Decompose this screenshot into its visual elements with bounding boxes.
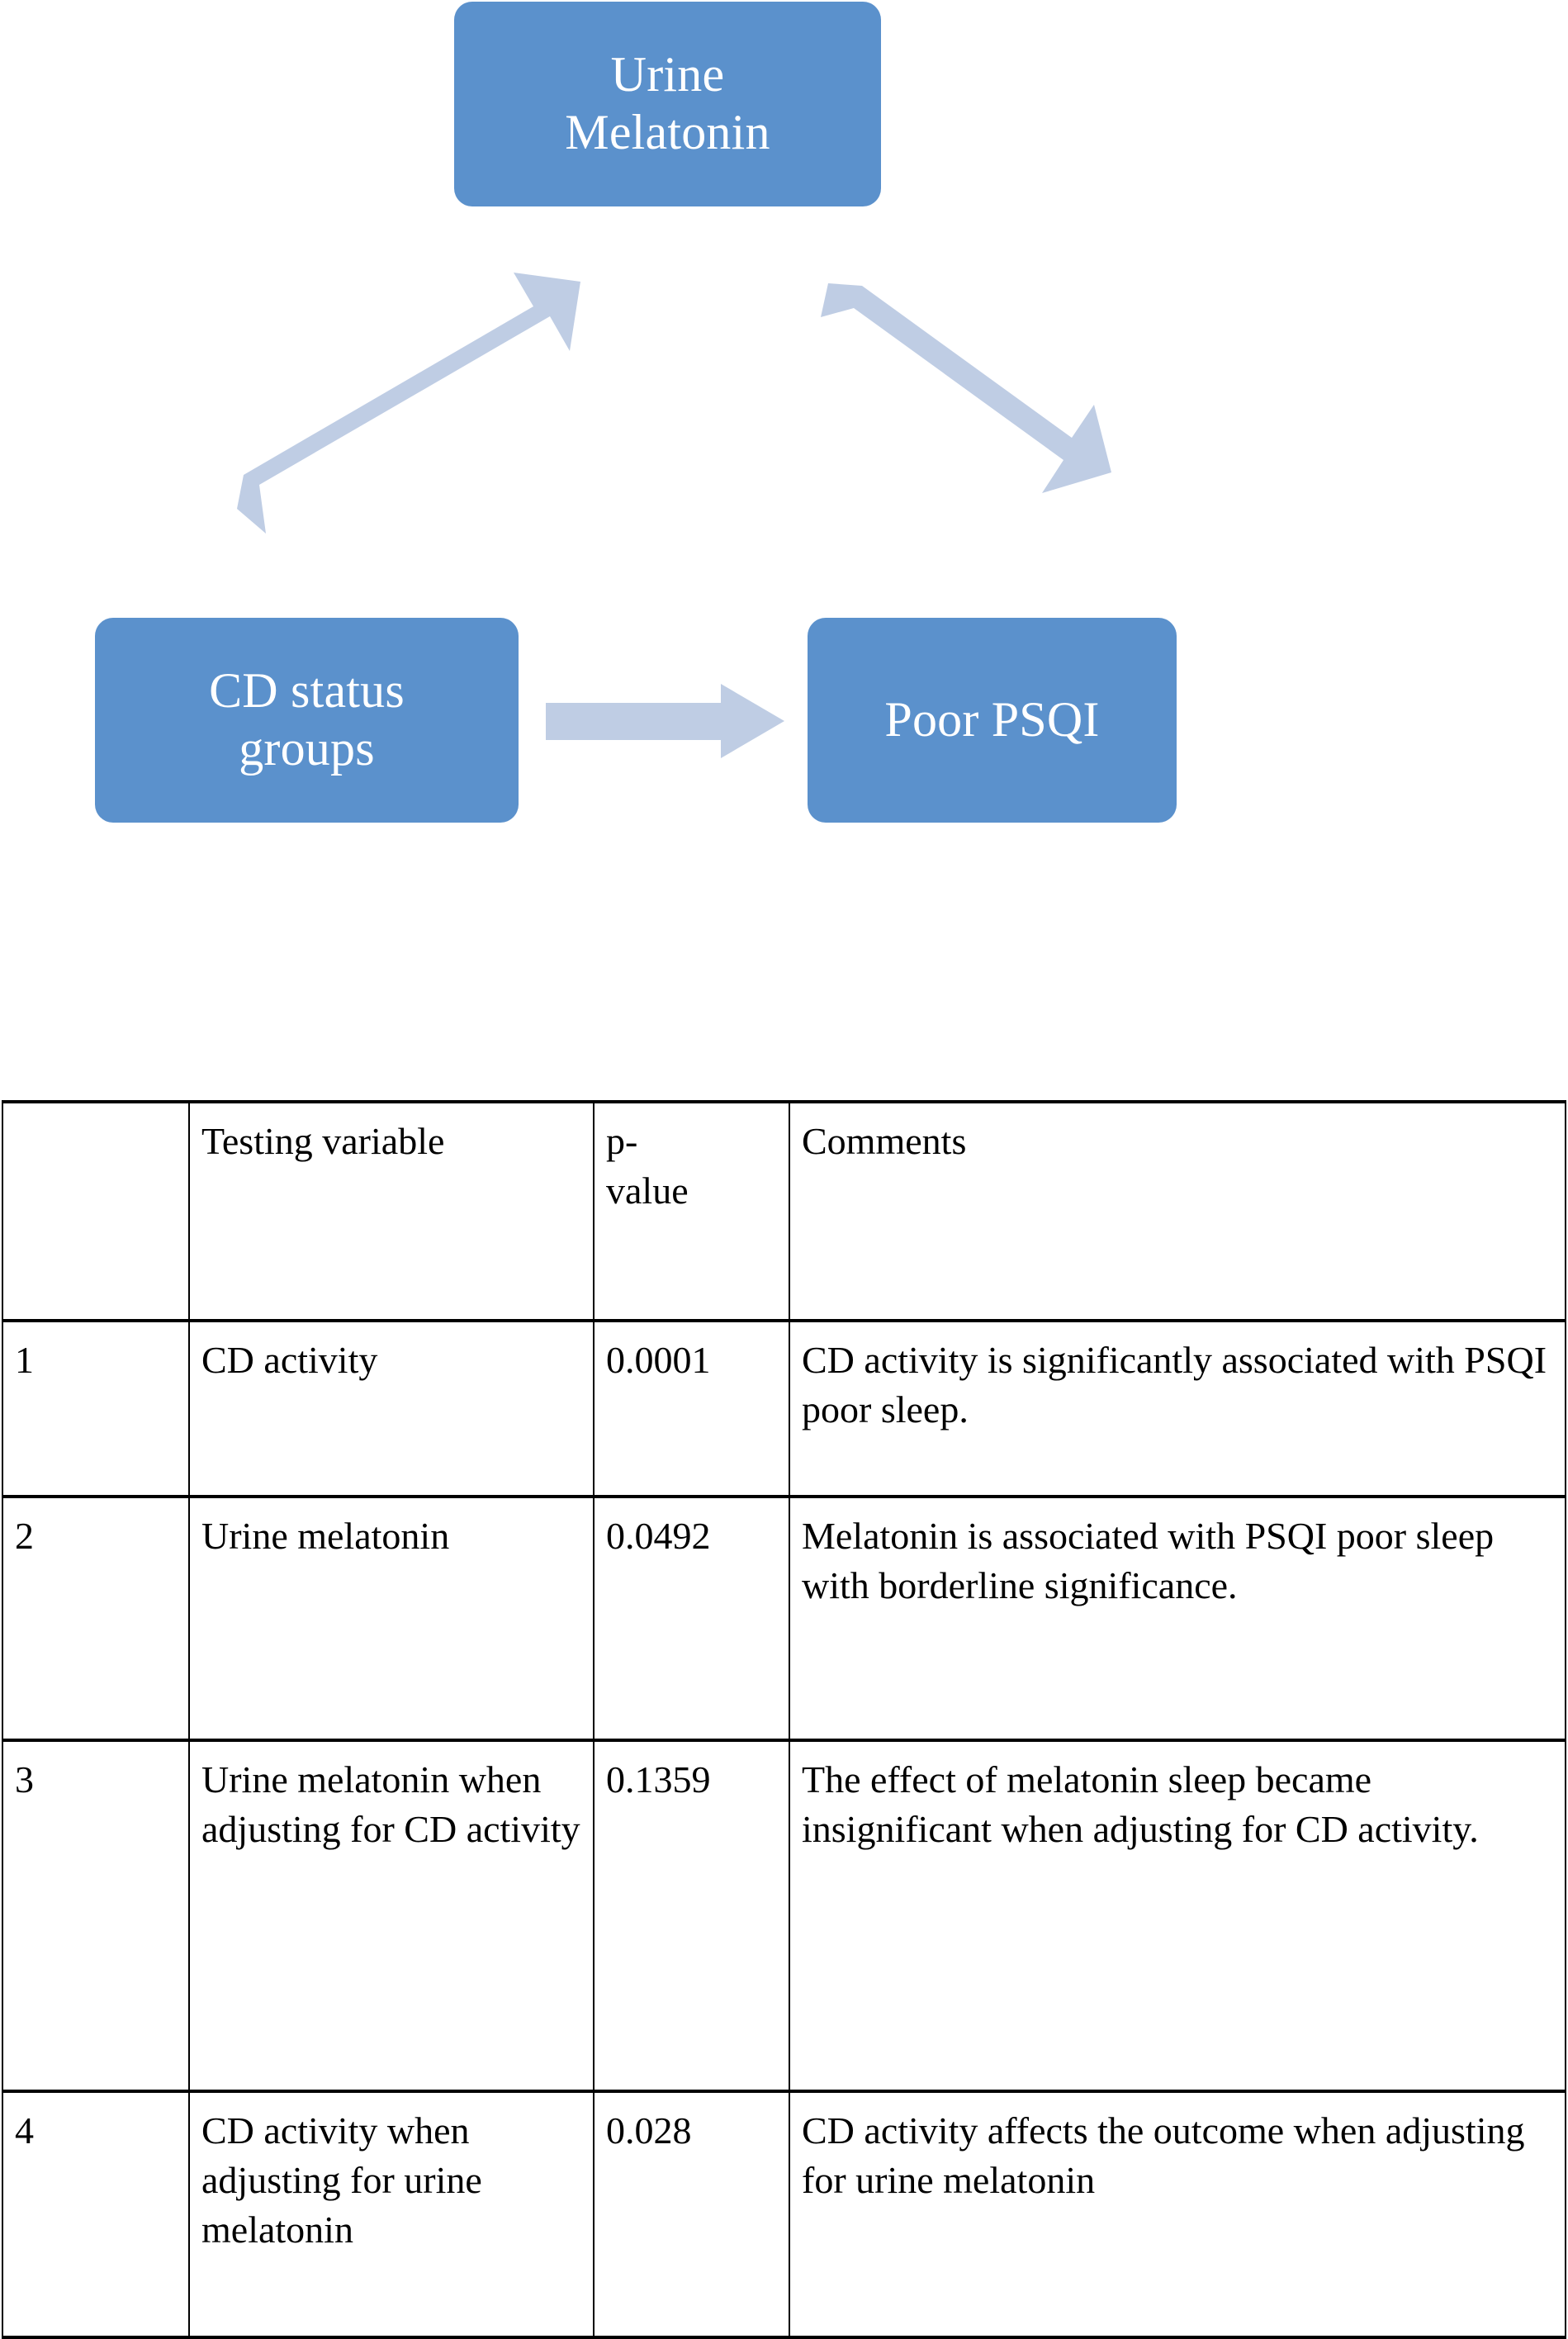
cell-index: 1 xyxy=(2,1320,190,1498)
cell-index-value: 3 xyxy=(15,1758,34,1801)
results-table: Testing variable p- value Comments 1 CD … xyxy=(2,1100,1566,2339)
cell-p-value: 0.028 xyxy=(593,2090,790,2339)
column-header-testing-variable-label: Testing variable xyxy=(201,1120,445,1162)
cell-comments: CD activity affects the outcome when adj… xyxy=(789,2090,1566,2339)
cell-index: 2 xyxy=(2,1496,190,1742)
cell-p-value: 0.0001 xyxy=(593,1320,790,1498)
cell-comments-value: CD activity affects the outcome when adj… xyxy=(802,2109,1525,2201)
cell-p-value-value: 0.0001 xyxy=(606,1339,711,1381)
cell-testing-variable-value: CD activity xyxy=(201,1339,378,1381)
column-header-index xyxy=(2,1100,190,1322)
results-table-container: Testing variable p- value Comments 1 CD … xyxy=(2,1100,1566,2339)
cell-testing-variable: CD activity when adjusting for urine mel… xyxy=(188,2090,595,2339)
cell-testing-variable: Urine melatonin when adjusting for CD ac… xyxy=(188,1739,595,2093)
node-poor-psqi[interactable]: Poor PSQI xyxy=(808,618,1177,823)
arrow-cd-status-to-urine-melatonin xyxy=(237,273,580,534)
cell-comments-value: CD activity is significantly associated … xyxy=(802,1339,1547,1430)
column-header-comments-label: Comments xyxy=(802,1120,967,1162)
table-row: 4 CD activity when adjusting for urine m… xyxy=(2,2090,1566,2339)
pathway-diagram: Urine Melatonin CD status groups Poor PS… xyxy=(0,0,1568,1074)
node-cd-status-groups-label: CD status groups xyxy=(209,663,405,776)
node-cd-status-groups[interactable]: CD status groups xyxy=(95,618,519,823)
table-header-row: Testing variable p- value Comments xyxy=(2,1100,1566,1322)
cell-index: 3 xyxy=(2,1739,190,2093)
cell-testing-variable-value: Urine melatonin when adjusting for CD ac… xyxy=(201,1758,580,1850)
cell-testing-variable-value: Urine melatonin xyxy=(201,1515,450,1557)
cell-p-value: 0.1359 xyxy=(593,1739,790,2093)
cell-testing-variable: Urine melatonin xyxy=(188,1496,595,1742)
column-header-p-value: p- value xyxy=(593,1100,790,1322)
cell-comments: The effect of melatonin sleep became ins… xyxy=(789,1739,1566,2093)
cell-comments: Melatonin is associated with PSQI poor s… xyxy=(789,1496,1566,1742)
cell-index: 4 xyxy=(2,2090,190,2339)
table-row: 2 Urine melatonin 0.0492 Melatonin is as… xyxy=(2,1496,1566,1742)
cell-comments: CD activity is significantly associated … xyxy=(789,1320,1566,1498)
cell-p-value-value: 0.1359 xyxy=(606,1758,711,1801)
cell-p-value-value: 0.028 xyxy=(606,2109,692,2152)
column-header-p-value-label: p- value xyxy=(606,1120,689,1212)
arrow-cd-status-to-poor-psqi xyxy=(546,684,784,758)
column-header-comments: Comments xyxy=(789,1100,1566,1322)
cell-index-value: 2 xyxy=(15,1515,34,1557)
cell-comments-value: The effect of melatonin sleep became ins… xyxy=(802,1758,1479,1850)
cell-comments-value: Melatonin is associated with PSQI poor s… xyxy=(802,1515,1495,1606)
cell-testing-variable-value: CD activity when adjusting for urine mel… xyxy=(201,2109,482,2251)
cell-index-value: 1 xyxy=(15,1339,34,1381)
node-urine-melatonin-label: Urine Melatonin xyxy=(565,47,770,159)
node-poor-psqi-label: Poor PSQI xyxy=(884,692,1100,747)
table-row: 3 Urine melatonin when adjusting for CD … xyxy=(2,1739,1566,2093)
arrow-urine-melatonin-to-poor-psqi xyxy=(821,283,1111,493)
cell-index-value: 4 xyxy=(15,2109,34,2152)
column-header-testing-variable: Testing variable xyxy=(188,1100,595,1322)
table-row: 1 CD activity 0.0001 CD activity is sign… xyxy=(2,1320,1566,1498)
node-urine-melatonin[interactable]: Urine Melatonin xyxy=(454,2,881,206)
cell-testing-variable: CD activity xyxy=(188,1320,595,1498)
cell-p-value: 0.0492 xyxy=(593,1496,790,1742)
cell-p-value-value: 0.0492 xyxy=(606,1515,711,1557)
